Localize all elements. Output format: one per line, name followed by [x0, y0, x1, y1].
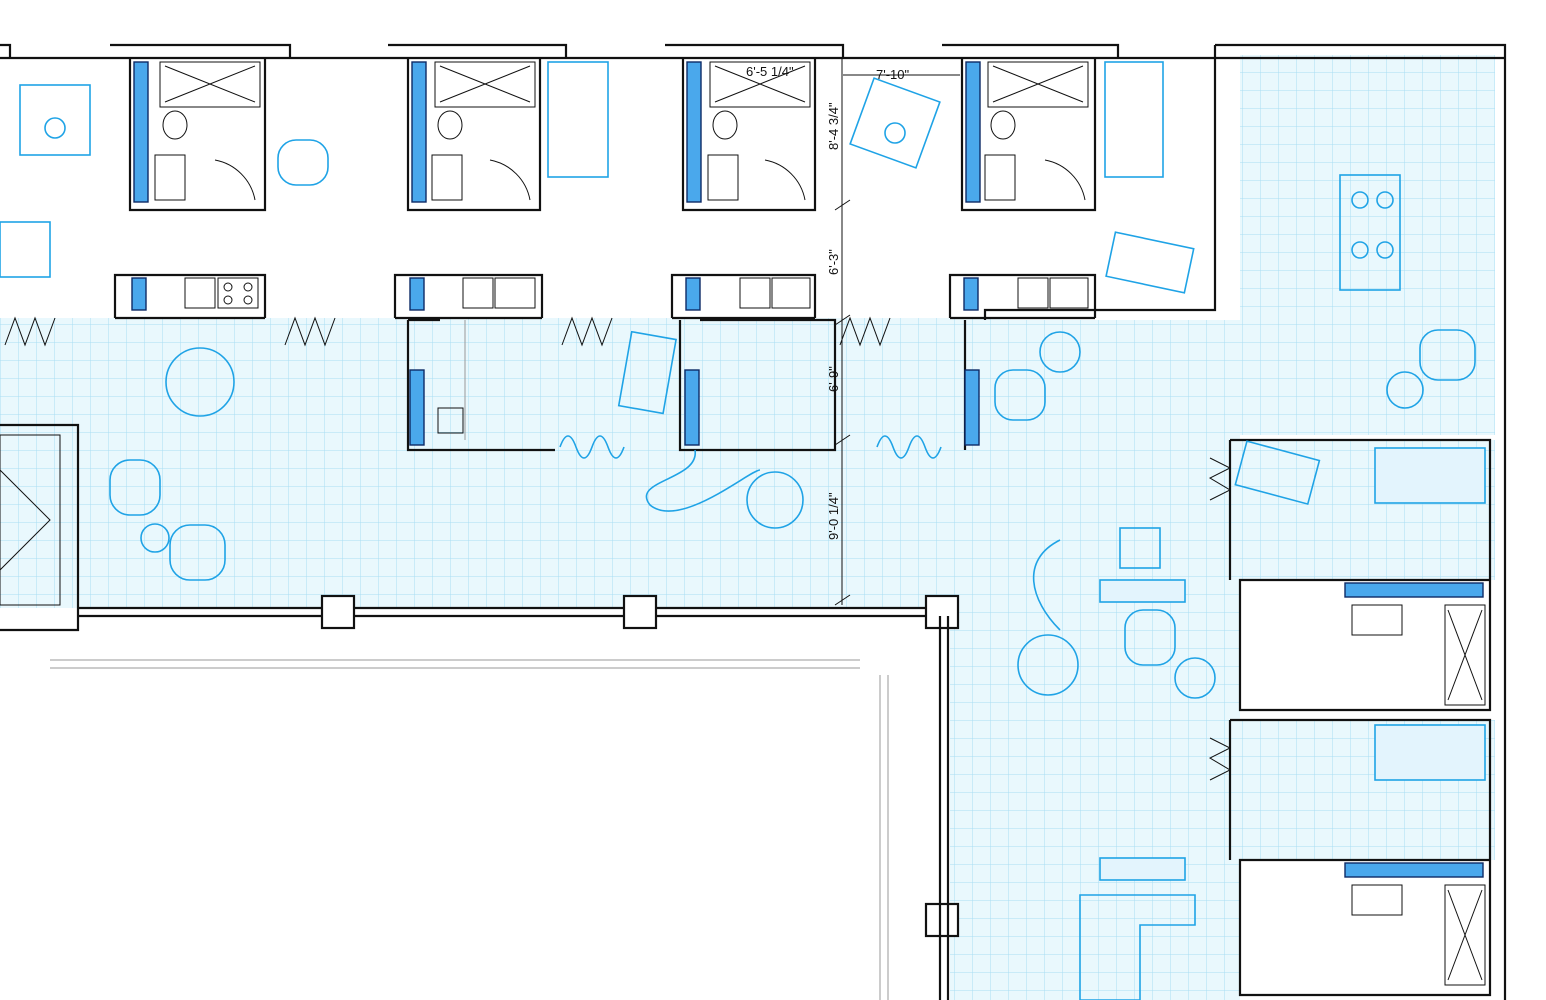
dimension-lines: 7'-10" 6'-5 1/4" 8'-4 3/4" 6'-3" 6'-9" 9…: [746, 58, 960, 606]
dining-table-icon: [1339, 174, 1401, 291]
round-table-icon: [19, 77, 941, 169]
furniture: [0, 61, 1476, 1000]
side-table-icon: [140, 331, 1424, 699]
bathroom-unit-2: [406, 58, 542, 212]
facade-structure: [50, 594, 960, 1000]
kitchen-counters: [113, 273, 1097, 320]
hose-icon: [645, 449, 1079, 696]
column-icon: [320, 594, 960, 938]
bed-icon: [547, 61, 1164, 178]
bathroom-unit-4: [960, 58, 1097, 212]
bathroom-unit-1: [128, 58, 267, 212]
desk-icon: [0, 221, 1321, 506]
right-bedroom-1: [1228, 438, 1492, 712]
tiled-floor: [0, 55, 1495, 1000]
toilet-icon: [162, 110, 188, 140]
kitchen-island-icon: [1079, 527, 1196, 1000]
middle-pods: [406, 318, 980, 452]
left-stair-block: [0, 423, 80, 632]
dim-top-width: 7'-10": [876, 67, 910, 82]
curtains: [559, 435, 942, 459]
dim-corridor: 6'-3": [826, 249, 841, 275]
bathroom-unit-3: [681, 58, 817, 212]
right-bedroom-2: [1228, 718, 1492, 997]
dim-bath-width: 6'-5 1/4": [746, 64, 794, 79]
folding-doors: [4, 316, 1232, 781]
dim-upper-room: 8'-4 3/4": [826, 102, 841, 150]
exterior-walls: [0, 43, 1507, 1000]
bed-icon: [1374, 447, 1486, 504]
dim-middle: 6'-9": [826, 366, 841, 392]
dim-lower: 9'-0 1/4": [826, 492, 841, 540]
stove-icon: [217, 277, 259, 309]
armchair-icon: [109, 139, 1476, 666]
